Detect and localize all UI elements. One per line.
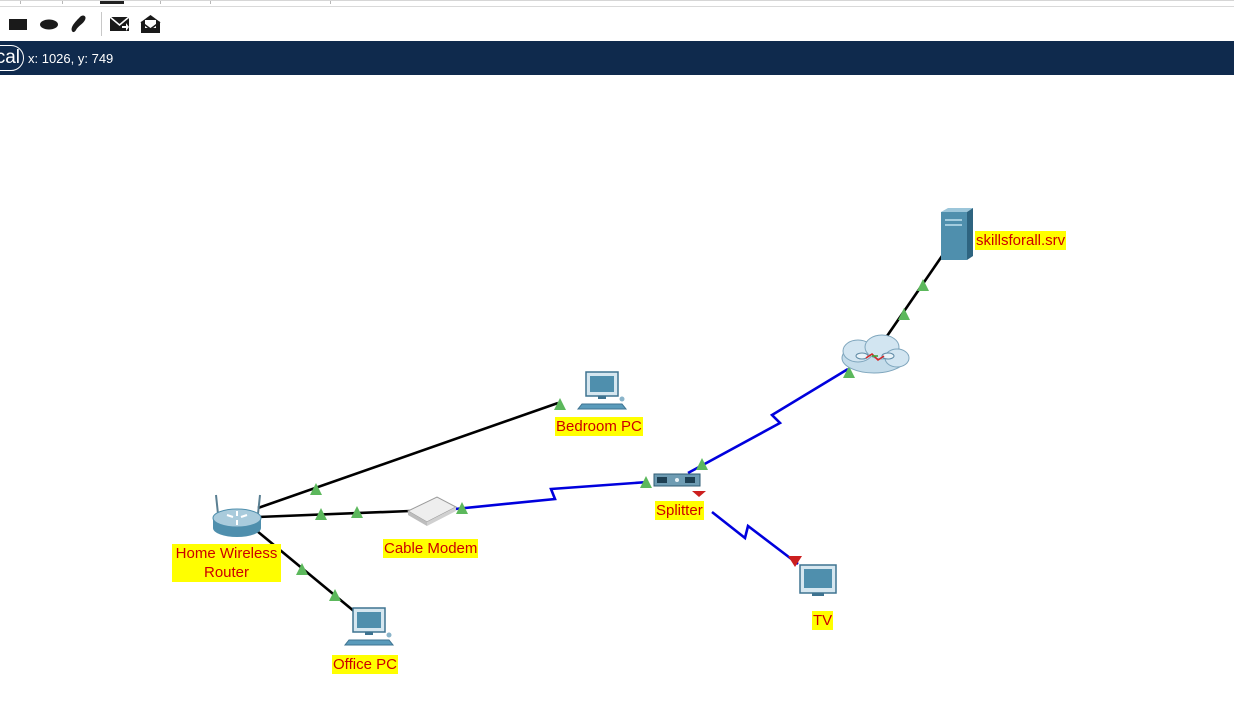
link-up-indicator (843, 366, 855, 378)
rectangle-tool-button[interactable] (7, 11, 31, 37)
label-splitter: Splitter (655, 501, 704, 520)
toolbar-tick (62, 1, 63, 4)
link-splitter-cloud[interactable] (687, 367, 849, 475)
link-up-indicator (329, 589, 341, 601)
ellipse-tool-icon (40, 19, 58, 30)
link-modem-splitter[interactable] (454, 480, 649, 511)
office-pc[interactable] (343, 607, 395, 646)
link-up-indicator (696, 458, 708, 470)
add-simple-pdu-button[interactable] (108, 11, 132, 37)
link-router-cable-modem[interactable] (257, 509, 411, 519)
active-tool-marker (100, 1, 124, 4)
toolbar-tick (330, 1, 331, 4)
toolbar-separator (101, 12, 102, 36)
link-up-indicator (898, 308, 910, 320)
link-splitter-tv[interactable] (711, 510, 799, 566)
rectangle-tool-icon (9, 19, 27, 30)
link-up-indicator (310, 483, 322, 495)
toolbar (0, 0, 1234, 42)
logical-mode-tab[interactable]: cal (0, 45, 24, 71)
toolbar-top-divider (0, 6, 1234, 7)
label-cable-modem: Cable Modem (383, 539, 479, 558)
label-bedroom-pc: Bedroom PC (555, 417, 643, 436)
label-tv: TV (812, 611, 834, 630)
label-server: skillsforall.srv (975, 231, 1067, 250)
toolbar-tick (160, 1, 161, 4)
add-complex-pdu-button[interactable] (139, 11, 163, 37)
link-status-markers (296, 279, 929, 601)
add-simple-pdu-icon (109, 16, 130, 31)
link-up-indicator (351, 506, 363, 518)
workspace-navigation-bar: cal x: 1026, y: 749 (0, 41, 1234, 75)
link-up-indicator (917, 279, 929, 291)
ellipse-tool-button[interactable] (37, 11, 61, 37)
link-up-indicator (296, 563, 308, 575)
label-home-wireless-router: Home Wireless Router (172, 544, 281, 582)
bedroom-pc[interactable] (576, 371, 628, 410)
coax-splitter[interactable] (653, 473, 701, 487)
internet-cloud[interactable] (841, 334, 910, 374)
link-down-indicator (692, 491, 706, 497)
link-cloud-server[interactable] (883, 255, 944, 340)
toolbar-tick (20, 1, 21, 4)
freeform-tool-button[interactable] (67, 11, 91, 37)
link-down-indicator (788, 556, 802, 567)
server-skillsforall[interactable] (941, 208, 973, 260)
freeform-tool-icon (71, 15, 86, 33)
label-office-pc: Office PC (332, 655, 398, 674)
logical-workspace-canvas[interactable]: skillsforall.srv Bedroom PC Cable Modem … (0, 75, 1234, 712)
link-up-indicator (315, 508, 327, 520)
home-wireless-router[interactable] (212, 494, 262, 537)
toolbar-tick (210, 1, 211, 4)
link-up-indicator (554, 398, 566, 410)
add-complex-pdu-icon (140, 15, 161, 33)
cursor-coordinates: x: 1026, y: 749 (28, 51, 114, 66)
link-router-bedroom-pc[interactable] (257, 401, 559, 510)
network-diagram (212, 208, 973, 646)
cable-modem[interactable] (406, 496, 458, 526)
tv[interactable] (799, 564, 837, 596)
link-up-indicator (640, 476, 652, 488)
link-up-indicator (456, 502, 468, 514)
